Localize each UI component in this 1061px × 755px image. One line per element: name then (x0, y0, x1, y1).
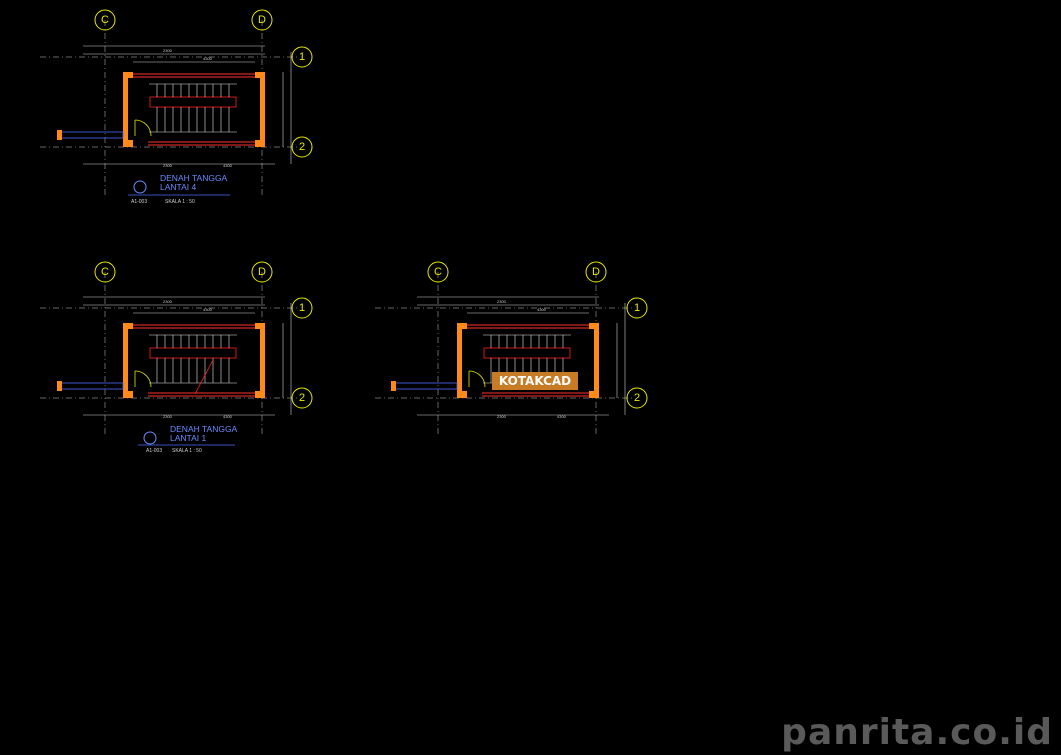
svg-text:DENAH TANGGA: DENAH TANGGA (170, 424, 238, 434)
grid-bubble-c: C (826, 4, 835, 16)
grid-bubble-d: D (585, 261, 607, 283)
grid-bubble-2: 2 (291, 387, 313, 409)
grid-bubble-1: 1 (291, 297, 313, 319)
grid-bubble-2: 2 (472, 4, 479, 16)
grid-bubble-1: 1 (626, 297, 648, 319)
svg-text:C: C (434, 266, 442, 278)
grid-bubble-c: C (94, 9, 116, 31)
grid-bubble-1: 1 (462, 4, 469, 16)
grid-bubble-d: D (251, 9, 273, 31)
svg-text:DENAH TANGGA: DENAH TANGGA (160, 173, 228, 183)
grid-bubble-c: C (182, 4, 191, 16)
plan-lantai-1 (40, 272, 300, 435)
svg-text:A1-003: A1-003 (131, 199, 147, 205)
svg-text:2: 2 (634, 392, 640, 404)
svg-text:2: 2 (299, 392, 305, 404)
svg-text:D: D (258, 266, 266, 278)
grid-bubble-c: C (437, 4, 446, 16)
svg-text:D: D (258, 14, 266, 26)
plan-title-lantai-1: DENAH TANGGA LANTAI 1 A1-003 SKALA 1 : 5… (138, 424, 238, 454)
kotakcad-logo: KOTAKCAD (492, 372, 578, 390)
plan-title-lantai-dasar: DENAH TANGGA LANTAI DASAR A1-002 SKALA 1… (483, 5, 671, 15)
grid-bubble-c: C (427, 261, 449, 283)
svg-text:1: 1 (634, 302, 640, 314)
section-title-potongan: A POTONGAN A2-002 SKALA 1 : 50 (851, 5, 965, 15)
plan-title-lantai-2-3: DENAH TANGGA LANTAI 2 & 3 A1-004 SKALA 1… (0, 5, 178, 15)
svg-text:1: 1 (299, 302, 305, 314)
grid-bubble-2: 2 (626, 387, 648, 409)
svg-text:1: 1 (299, 51, 305, 63)
svg-text:2: 2 (299, 141, 305, 153)
svg-text:C: C (101, 14, 109, 26)
grid-bubble-1: 1 (207, 4, 214, 16)
grid-bubble-d: D (449, 4, 458, 16)
svg-text:A1-003: A1-003 (146, 448, 162, 454)
grid-bubble-d: D (194, 4, 203, 16)
svg-text:D: D (592, 266, 600, 278)
grid-bubble-1: 1 (291, 46, 313, 68)
grid-bubble-2: 2 (291, 136, 313, 158)
svg-text:SKALA 1 : 50: SKALA 1 : 50 (172, 448, 202, 454)
grid-bubble-2: 2 (217, 4, 224, 16)
watermark-text: panrita.co.id (781, 712, 1053, 753)
plan-lantai-2-3 (375, 272, 635, 435)
svg-text:SKALA 1 : 50: SKALA 1 : 50 (165, 199, 195, 205)
grid-bubble-c: C (94, 261, 116, 283)
plan-lantai-4 (40, 20, 300, 195)
section-potongan: LT. 4 LT. 4 LT. 3 LT. 3 LT. 2 LT. 2 LT. … (675, 9, 823, 14)
svg-text:LANTAI 1: LANTAI 1 (170, 433, 206, 443)
svg-text:C: C (101, 266, 109, 278)
grid-bubble-d: D (251, 261, 273, 283)
svg-text:LANTAI 4: LANTAI 4 (160, 182, 196, 192)
grid-bubble-d: D (838, 4, 847, 16)
plan-title-lantai-4: DENAH TANGGA LANTAI 4 A1-003 SKALA 1 : 5… (128, 173, 230, 205)
